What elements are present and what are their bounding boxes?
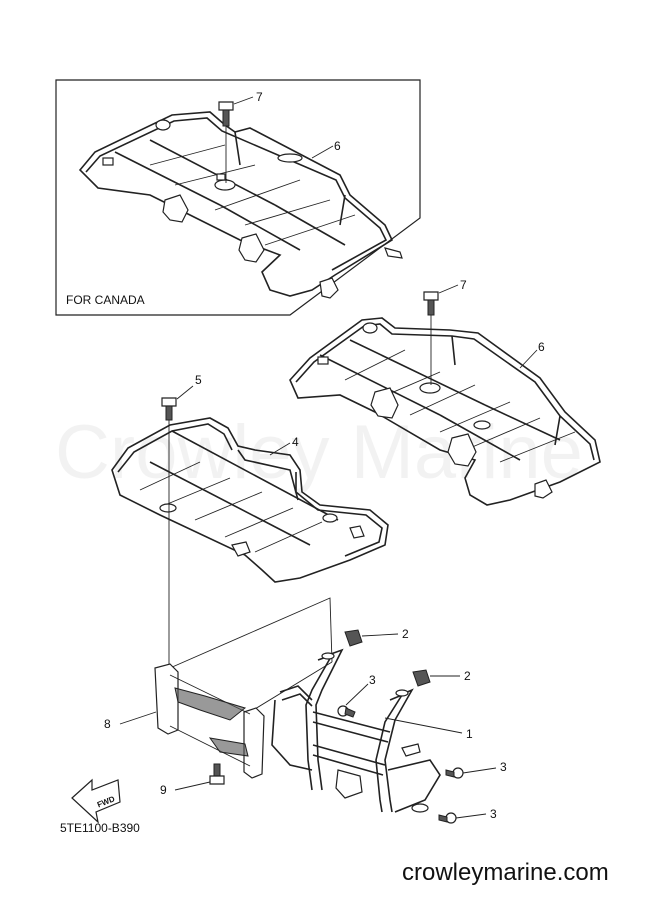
bolt-7-rear [423,291,439,385]
website-url: crowleymarine.com [402,859,609,886]
callout-2b: 2 [464,669,471,683]
inset-for-canada: FOR CANADA [55,79,421,316]
callout-8: 8 [104,717,111,731]
bolt-3b [445,767,464,779]
callout-5: 5 [195,373,202,387]
callout-6-rear: 6 [538,340,545,354]
carrier-rack-canada [78,111,403,299]
front-carrier-rack [111,417,389,583]
callout-2a: 2 [402,627,409,641]
front-bumper [271,648,441,813]
rear-carrier-rack [289,317,601,506]
callout-6-inset: 6 [334,139,341,153]
diagram-code: 5TE1100-B390 [60,821,140,835]
bolt-3c [438,812,457,824]
inset-border [55,79,421,316]
callout-1: 1 [466,727,473,741]
inset-label: FOR CANADA [66,293,145,307]
callout-3b: 3 [500,760,507,774]
callout-4: 4 [292,435,299,449]
fwd-arrow-icon: FWD [71,778,121,824]
bolt-3a [337,705,356,718]
watermark: Crowley Marine [55,410,583,495]
bolt-5-front [161,397,177,421]
callout-7-inset: 7 [256,90,263,104]
bump-stop-2b [412,669,431,687]
front-guard-grille [154,597,333,779]
callout-7-rear: 7 [460,278,467,292]
bolt-9 [209,763,225,785]
callout-3c: 3 [490,807,497,821]
bolt-7-inset [218,101,234,183]
callout-3a: 3 [369,673,376,687]
bump-stop-2a [344,629,363,647]
callout-9: 9 [160,783,167,797]
